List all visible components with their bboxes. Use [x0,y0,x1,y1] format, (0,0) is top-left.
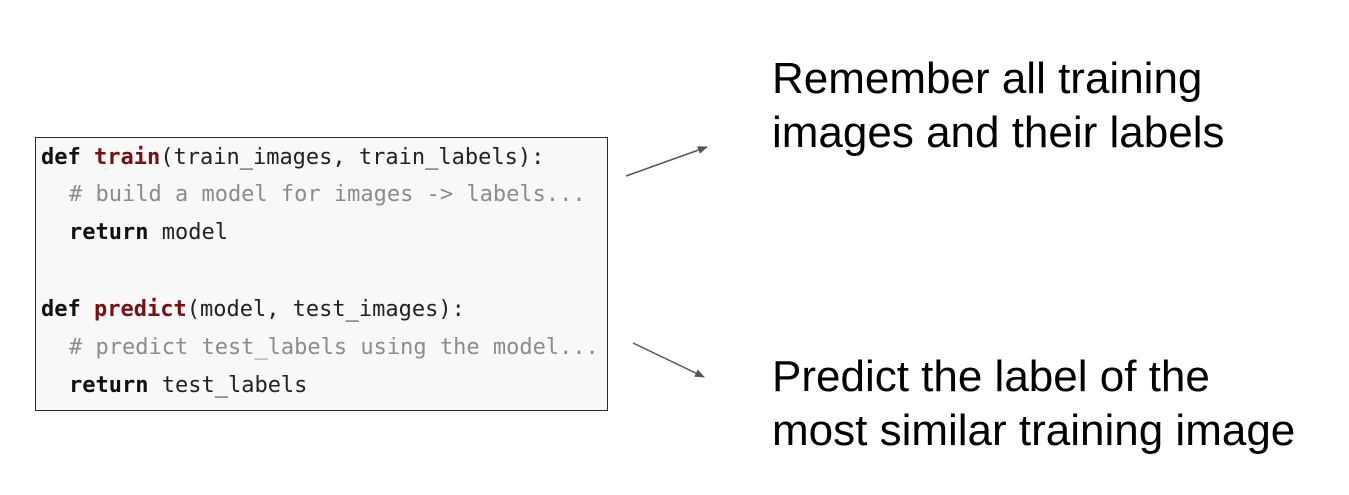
predict-comment: # predict test_labels using the model... [69,335,599,360]
predict-annotation-line-2: most similar training image [772,406,1296,455]
train-function-name: train [94,145,161,170]
predict-arrow [632,342,705,378]
return-keyword: return [69,373,149,398]
train-return-line: return model [69,218,228,248]
train-annotation-line-2: images and their labels [772,108,1225,157]
train-arrow [625,146,708,177]
predict-args: (model, test_images): [186,297,465,322]
train-comment: # build a model for images -> labels... [69,182,586,207]
predict-annotation-line-1: Predict the label of the [772,352,1210,401]
predict-function-name: predict [94,297,187,322]
train-args: (train_images, train_labels): [160,145,545,170]
train-annotation: Remember all training images and their l… [772,52,1224,160]
predict-annotation: Predict the label of the most similar tr… [772,350,1295,458]
predict-return-line: return test_labels [69,371,307,401]
def-keyword: def [41,297,81,322]
predict-return-value: test_labels [148,373,308,398]
return-keyword: return [69,220,149,245]
train-def-line: def train(train_images, train_labels): [41,143,544,173]
train-return-value: model [148,220,228,245]
code-block: def train(train_images, train_labels): #… [35,137,608,411]
predict-def-line: def predict(model, test_images): [41,295,465,325]
def-keyword: def [41,145,81,170]
train-annotation-line-1: Remember all training [772,54,1203,103]
